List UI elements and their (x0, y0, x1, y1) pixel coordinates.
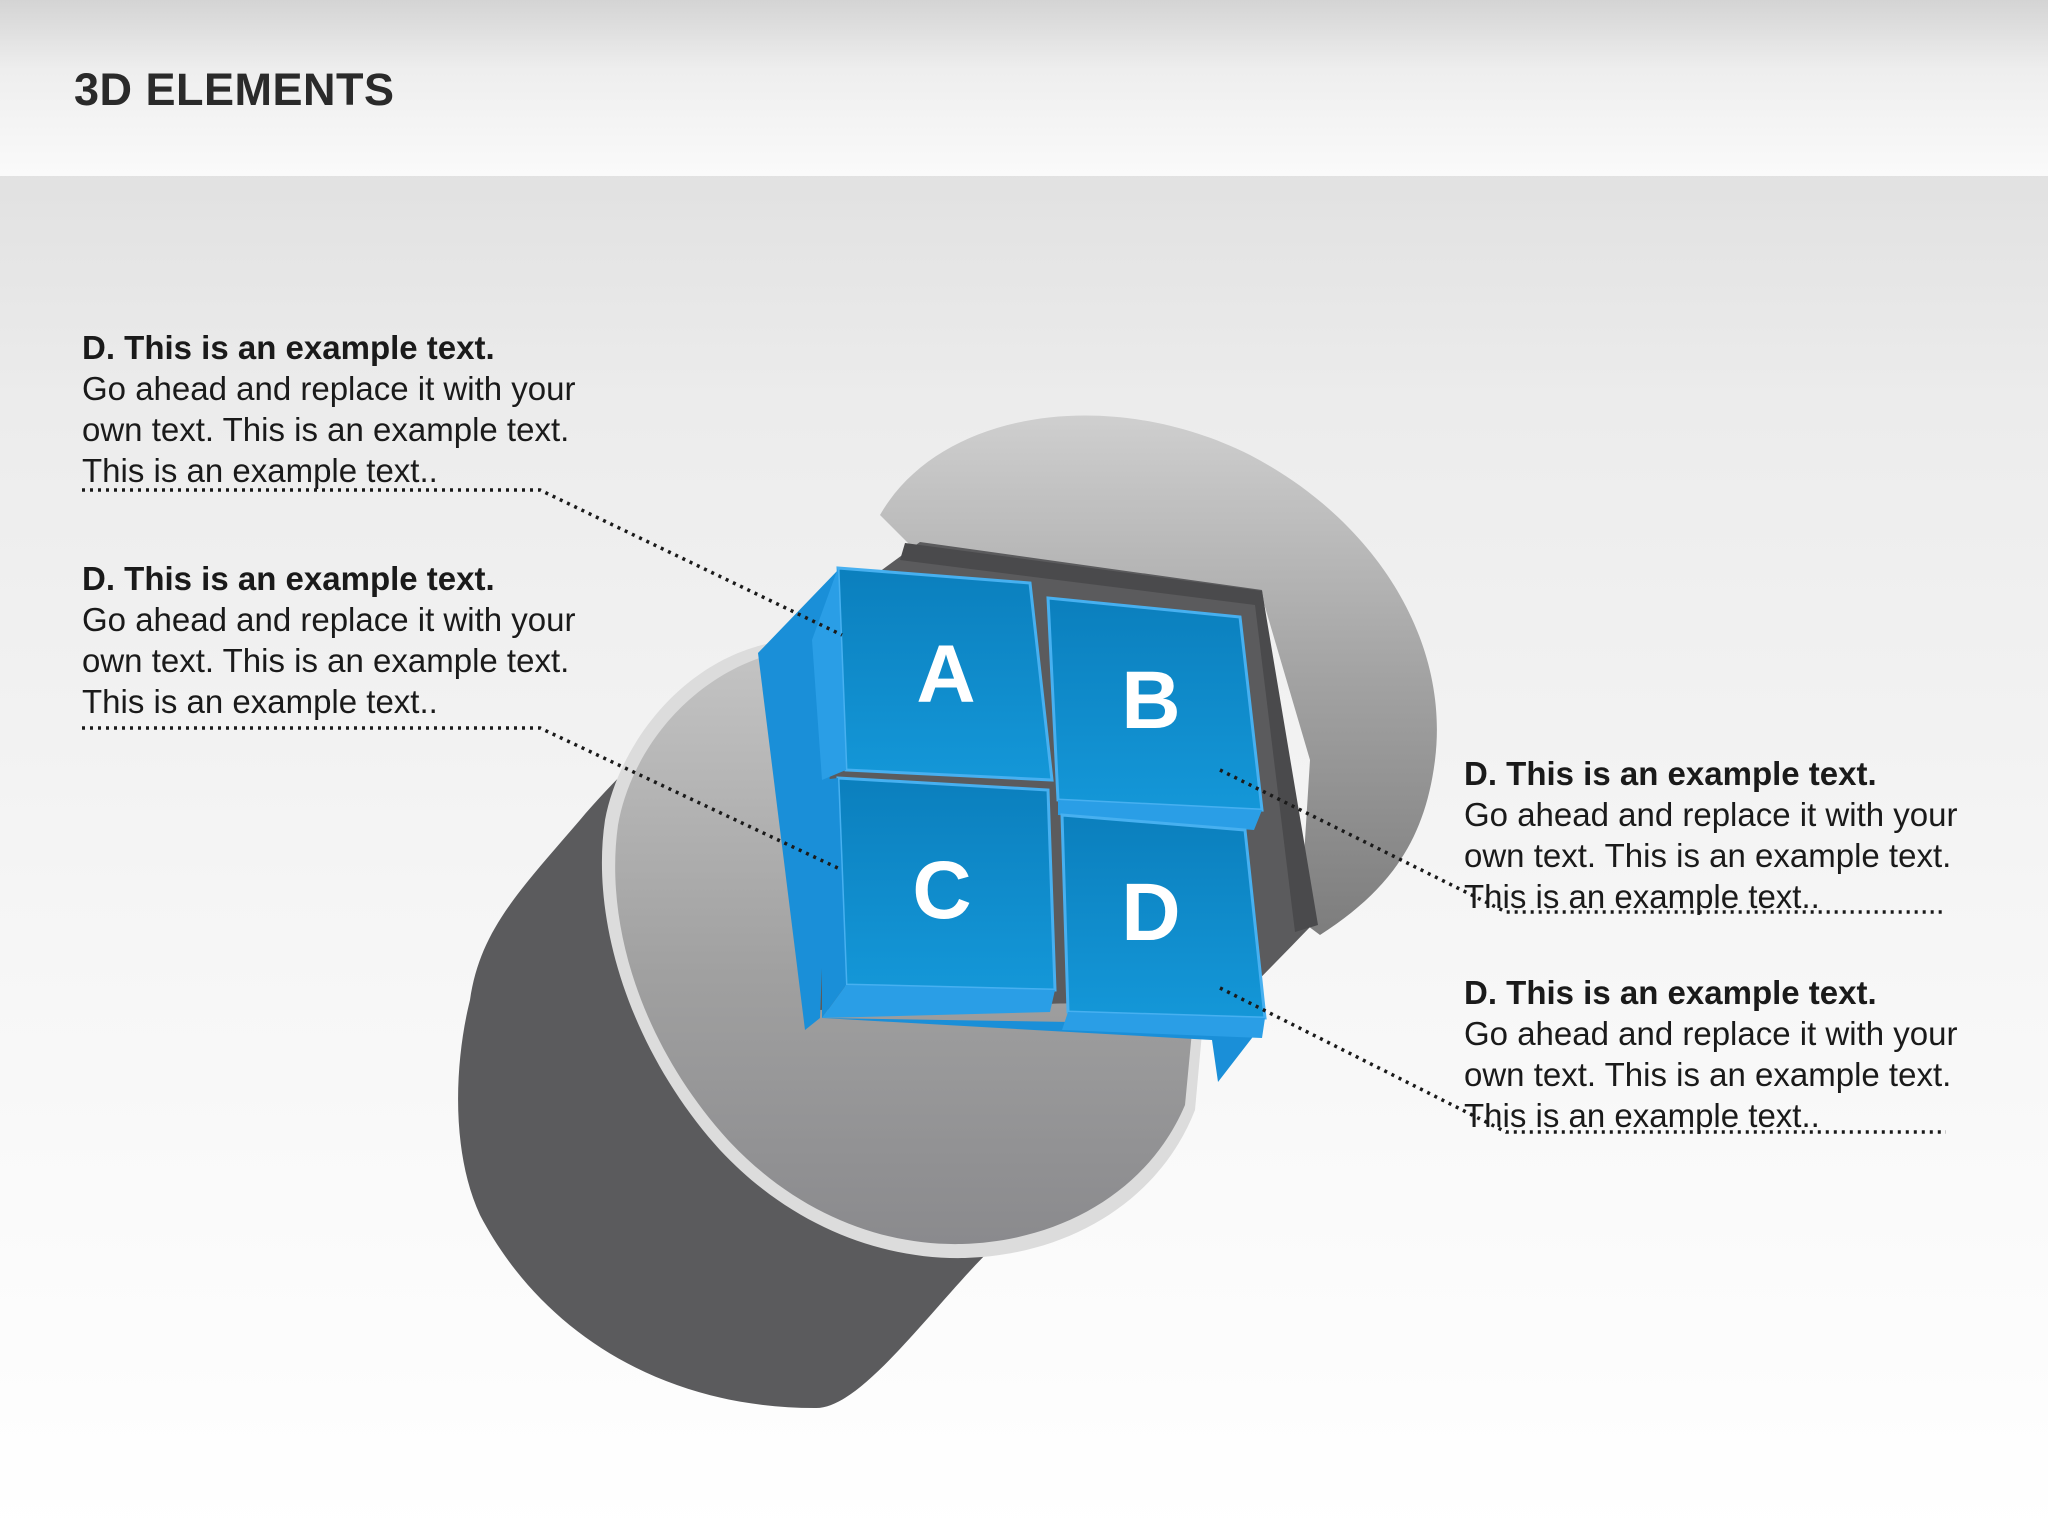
callout-heading: D. This is an example text. (82, 558, 602, 599)
callout-body: Go ahead and replace it with your own te… (1464, 1013, 1984, 1136)
callout-body: Go ahead and replace it with your own te… (1464, 794, 1984, 917)
callout-body: Go ahead and replace it with your own te… (82, 368, 602, 491)
tile-b-label: B (1121, 655, 1180, 746)
callout-body: Go ahead and replace it with your own te… (82, 599, 602, 722)
callout-heading: D. This is an example text. (82, 327, 602, 368)
callout-1: D. This is an example text. Go ahead and… (82, 327, 602, 491)
tile-c-label: C (912, 845, 971, 936)
callout-heading: D. This is an example text. (1464, 753, 1984, 794)
tile-d-label: D (1121, 867, 1180, 958)
tile-a-label: A (916, 629, 975, 720)
callout-heading: D. This is an example text. (1464, 972, 1984, 1013)
callout-2: D. This is an example text. Go ahead and… (82, 558, 602, 722)
callout-4: D. This is an example text. Go ahead and… (1464, 972, 1984, 1136)
callout-3: D. This is an example text. Go ahead and… (1464, 753, 1984, 917)
